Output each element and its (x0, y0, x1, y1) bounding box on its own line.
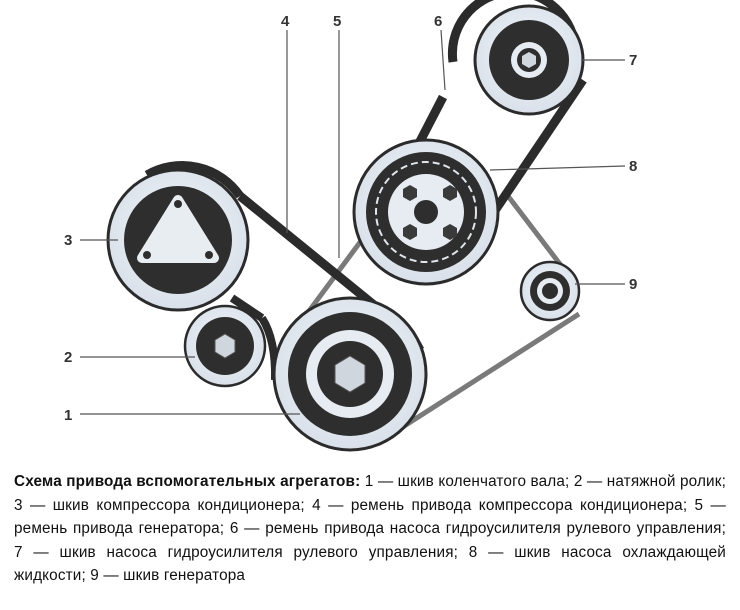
label-6: 6 (434, 13, 442, 30)
label-7: 7 (629, 52, 637, 69)
label-3: 3 (64, 232, 72, 249)
caption-title: Схема привода вспомогательных агрегатов: (14, 473, 361, 490)
belt-drive-diagram: 1 2 3 4 5 6 7 8 9 (64, 0, 637, 452)
figure-caption: Схема привода вспомогательных агрегатов:… (14, 470, 726, 588)
label-2: 2 (64, 349, 72, 366)
generator-pulley (519, 260, 581, 322)
water-pump-pulley (352, 138, 500, 286)
label-4: 4 (281, 13, 290, 30)
label-1: 1 (64, 407, 72, 424)
crankshaft-pulley (272, 296, 428, 452)
label-5: 5 (333, 13, 341, 30)
power-steering-pump-pulley (473, 4, 585, 116)
leader-lines (80, 29, 626, 415)
label-8: 8 (629, 158, 637, 175)
label-9: 9 (629, 276, 637, 293)
caption-body: 1 — шкив коленчатого вала; 2 — натяжной … (14, 473, 726, 584)
tensioner-pulley (183, 304, 267, 388)
ac-compressor-pulley (106, 168, 250, 312)
